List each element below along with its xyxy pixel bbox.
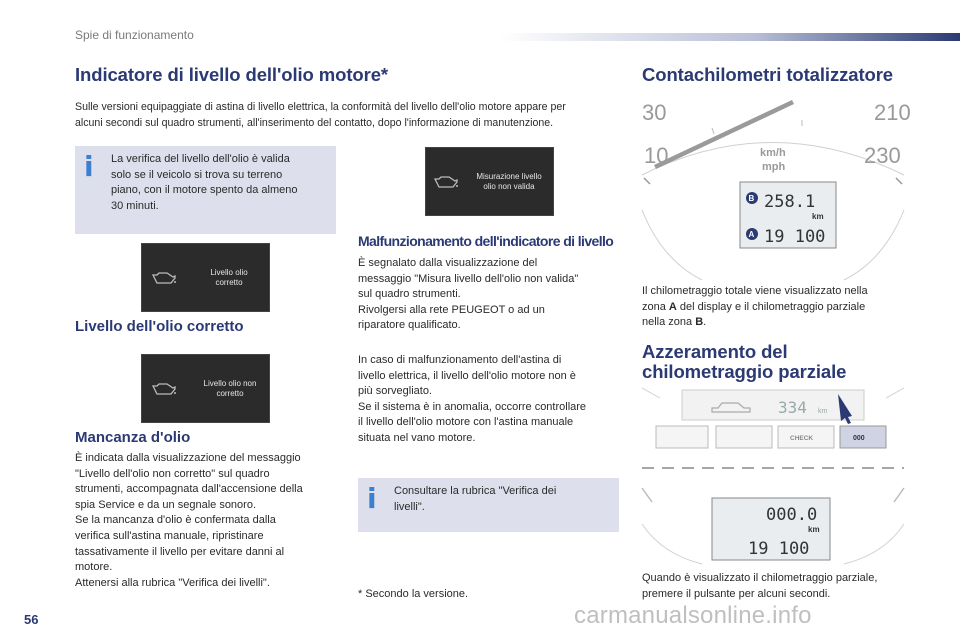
tick-label-30: 30 — [642, 100, 666, 125]
display-oil-fault-message: Misurazione livello olio non valida — [476, 172, 542, 191]
fault-title: Malfunzionamento dell'indicatore di live… — [358, 233, 614, 249]
display-oil-low-message: Livello olio non corretto — [203, 379, 257, 398]
info-icon: i — [367, 482, 377, 515]
footnote: * Secondo la versione. — [358, 588, 469, 600]
fault-text-1: È segnalato dalla visualizzazione del me… — [358, 257, 579, 332]
panel-button-2[interactable] — [715, 425, 773, 449]
check-button[interactable] — [777, 425, 835, 449]
info-box-2: i Consultare la rubrica "Verifica dei li… — [358, 478, 619, 532]
oil-can-icon — [151, 383, 176, 395]
oil-indicator-title: Indicatore di livello dell'olio motore* — [75, 64, 388, 85]
header-gradient-bar — [500, 33, 960, 41]
info-icon: i — [84, 150, 94, 183]
unit-mph: mph — [762, 161, 786, 173]
reset-button-label: 000 — [853, 435, 865, 442]
trip-reset-unit: km — [808, 525, 820, 534]
check-button-label: CHECK — [790, 435, 813, 442]
info-box-2-text: Consultare la rubrica "Verifica dei live… — [394, 485, 557, 513]
zone-b-label: B — [749, 194, 755, 203]
panel-km-unit: km — [818, 408, 828, 415]
oil-can-icon — [151, 272, 176, 284]
trip-reset-gauge: 000.0 km 19 100 — [641, 487, 905, 565]
oil-can-icon — [433, 176, 458, 188]
reset-button-panel: 334 km CHECK 000 — [641, 387, 905, 469]
odometer-title: Contachilometri totalizzatore — [642, 64, 893, 85]
trip-reset-value: 000.0 — [766, 505, 817, 525]
press-arrow-icon — [838, 394, 852, 424]
trip-total-value: 19 100 — [748, 539, 809, 559]
panel-km-value: 334 — [778, 398, 807, 417]
odometer-text: Il chilometraggio totale viene visualizz… — [642, 285, 868, 329]
tick-label-210: 210 — [874, 100, 911, 125]
display-oil-low: Livello olio non corretto — [141, 354, 270, 423]
car-icon — [711, 402, 751, 413]
total-value: 19 100 — [764, 227, 825, 247]
oil-low-text: È indicata dalla visualizzazione del mes… — [75, 452, 303, 589]
unit-kmh: km/h — [760, 147, 786, 159]
section-title: Spie di funzionamento — [75, 28, 194, 42]
panel-button-1[interactable] — [655, 425, 709, 449]
page-number: 56 — [24, 612, 39, 627]
info-box-text: La verifica del livello dell'olio è vali… — [111, 153, 298, 212]
watermark: carmanualsonline.info — [574, 602, 812, 629]
display-oil-ok-message: Livello olio corretto — [210, 268, 248, 287]
speed-needle — [654, 100, 794, 169]
trip-value: 258.1 — [764, 192, 815, 212]
reset-000-button[interactable] — [839, 425, 887, 449]
trip-lcd — [711, 497, 831, 561]
tick-label-10: 10 — [644, 143, 668, 168]
intro-text: Sulle versioni equipaggiate di astina di… — [75, 101, 566, 129]
display-oil-fault: Misurazione livello olio non valida — [425, 147, 554, 216]
info-box: i La verifica del livello dell'olio è va… — [75, 146, 336, 234]
oil-low-title: Mancanza d'olio — [75, 429, 191, 446]
reset-title: Azzeramento del chilometraggio parziale — [642, 341, 847, 382]
oil-ok-title: Livello dell'olio corretto — [75, 318, 244, 335]
zone-b-marker — [746, 192, 758, 204]
zone-a-label: A — [749, 230, 755, 239]
zone-a-marker — [746, 228, 758, 240]
display-oil-ok: Livello olio corretto — [141, 243, 270, 312]
tick-label-230: 230 — [864, 143, 901, 168]
odometer-lcd — [739, 181, 837, 249]
fault-text-2: In caso di malfunzionamento dell'astina … — [358, 354, 587, 444]
trip-unit: km — [812, 212, 824, 221]
instrument-cluster-gauge: 30 10 210 230 km/h mph B 258.1 km A 19 1… — [641, 100, 911, 281]
reset-text: Quando è visualizzato il chilometraggio … — [642, 572, 878, 600]
